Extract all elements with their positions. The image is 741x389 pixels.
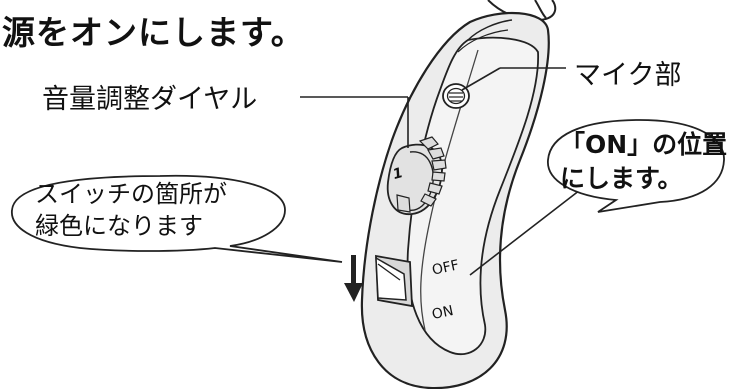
- mic-label: マイク部: [574, 60, 682, 91]
- on-callout-line2: にします。: [560, 163, 683, 193]
- mic-leader-line: [461, 67, 501, 91]
- power-switch-icon: [375, 254, 413, 308]
- on-callout-line1: 「ON」の位置: [560, 130, 728, 159]
- switch-callout-line2: 緑色になります: [35, 212, 203, 241]
- on-callout-text: 「ON」の位置 にします。: [560, 128, 727, 196]
- switch-callout-bubble: [11, 174, 343, 263]
- switch-callout-text: スイッチの箇所が 緑色になります: [35, 178, 227, 243]
- microphone-icon: [442, 83, 470, 109]
- volume-dial-icon: [386, 136, 447, 215]
- on-callout-bubble: [547, 119, 725, 213]
- page-title: 源をオンにします。: [2, 13, 305, 52]
- on-leader-line: [469, 189, 581, 276]
- volume-dial-label: 音量調整ダイヤル: [42, 84, 258, 115]
- down-arrow-icon: [344, 255, 363, 302]
- switch-callout-line1: スイッチの箇所が: [35, 180, 227, 208]
- device-front-panel: [406, 36, 539, 356]
